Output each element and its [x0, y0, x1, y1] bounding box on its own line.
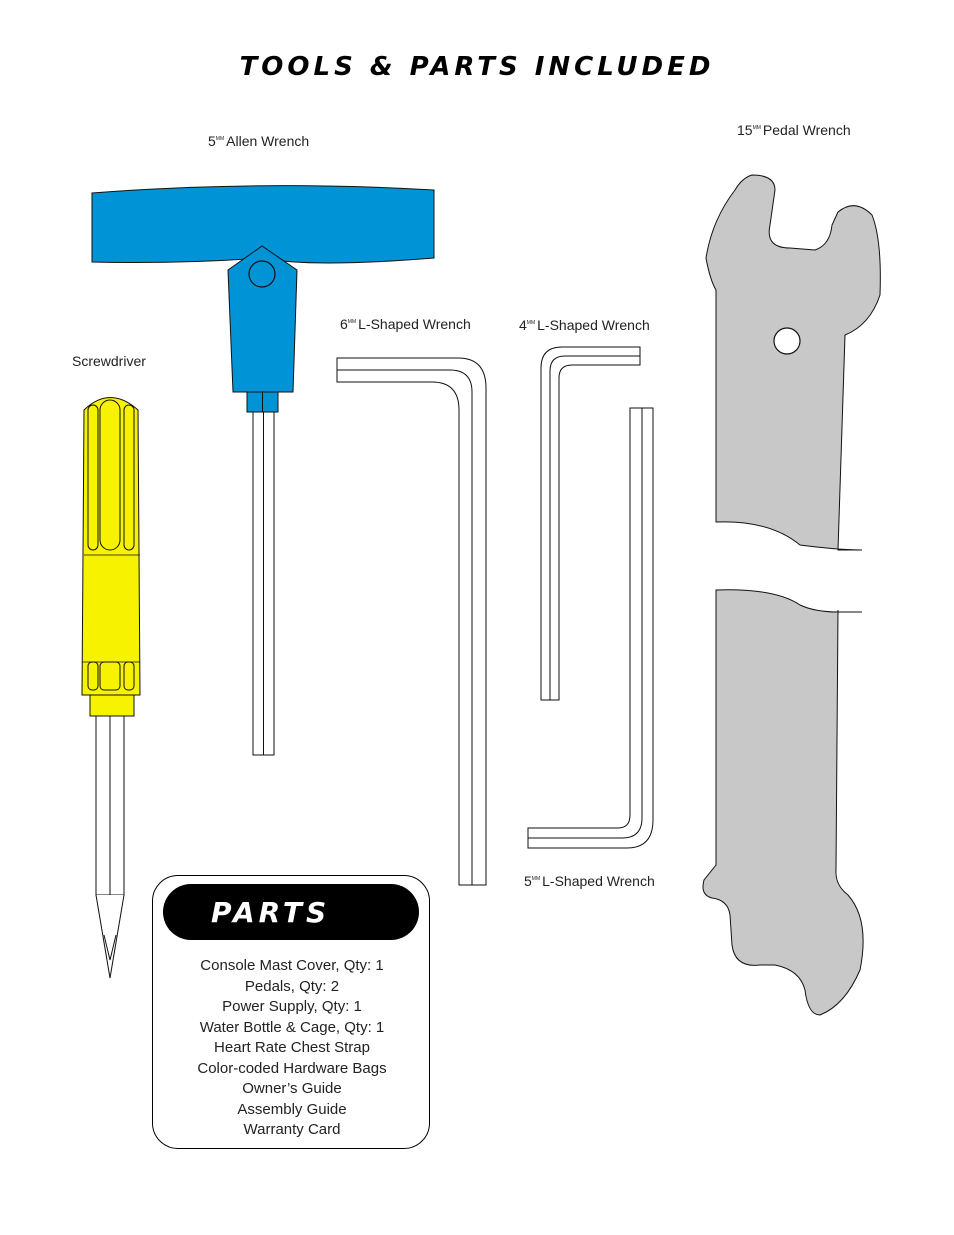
four-mm-l-wrench-icon	[540, 346, 641, 701]
five-mm-wrench-size: 5	[524, 873, 532, 889]
four-mm-wrench-name: L-Shaped Wrench	[537, 317, 650, 333]
screwdriver-label: Screwdriver	[72, 353, 146, 369]
list-item: Color-coded Hardware Bags	[197, 1059, 387, 1077]
unit-label: MM	[347, 319, 357, 325]
list-item: Pedals, Qty: 2	[244, 977, 340, 995]
parts-list: Console Mast Cover, Qty: 1 Pedals, Qty: …	[153, 956, 431, 1141]
page-title: TOOLS & PARTS INCLUDED	[239, 52, 715, 82]
allen-wrench-size: 5	[208, 133, 216, 149]
unit-label: MM	[531, 876, 541, 882]
list-item: Warranty Card	[243, 1121, 341, 1138]
list-item: Water Bottle & Cage, Qty: 1	[199, 1018, 385, 1036]
four-mm-wrench-size: 4	[519, 317, 527, 333]
pedal-wrench-name: Pedal Wrench	[762, 122, 851, 138]
pedal-wrench-size: 15	[737, 122, 753, 138]
six-mm-l-wrench-icon	[336, 357, 487, 886]
five-mm-l-wrench-icon	[527, 407, 654, 849]
list-item: Owner’s Guide	[242, 1080, 342, 1097]
unit-label: MM	[752, 125, 761, 131]
screwdriver-icon	[81, 397, 141, 979]
list-item: Heart Rate Chest Strap	[214, 1039, 370, 1056]
unit-label: MM	[215, 136, 225, 142]
six-mm-wrench-name: L-Shaped Wrench	[358, 316, 471, 332]
six-mm-wrench-size: 6	[340, 316, 348, 332]
five-mm-wrench-name: L-Shaped Wrench	[542, 873, 655, 889]
unit-label: MM	[526, 320, 536, 326]
parts-box: PARTS BOX Console Mast Cover, Qty: 1 Ped…	[152, 875, 430, 1149]
list-item: Assembly Guide	[237, 1100, 347, 1118]
parts-box-title: PARTS BOX	[163, 884, 419, 987]
list-item: Console Mast Cover, Qty: 1	[200, 957, 384, 974]
allen-wrench-name: Allen Wrench	[226, 133, 310, 149]
list-item: Power Supply, Qty: 1	[222, 998, 362, 1015]
allen-wrench-icon	[91, 185, 435, 756]
pedal-wrench-icon	[702, 174, 881, 1016]
